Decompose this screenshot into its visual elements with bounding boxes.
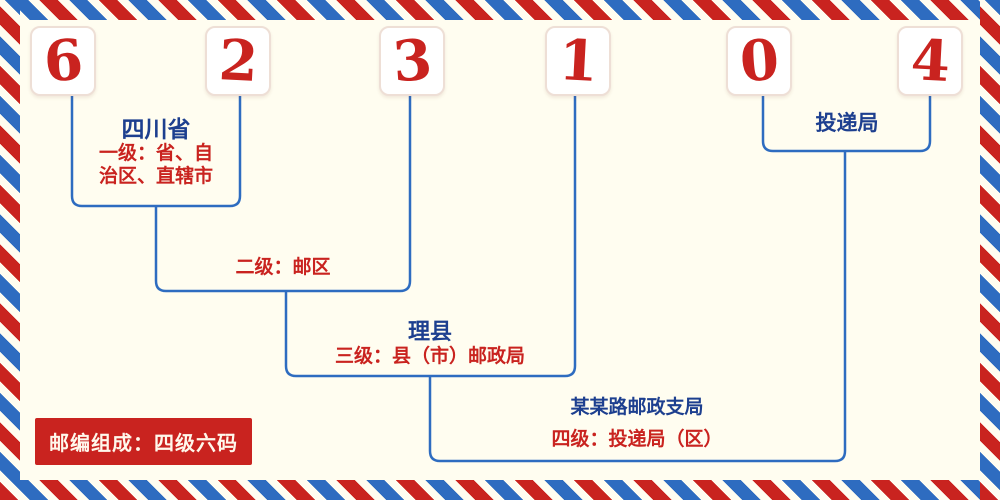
digit-2: 2 — [216, 27, 260, 95]
label-county-name: 理县 — [407, 320, 452, 345]
label-level2-desc: 二级：邮区 — [235, 256, 331, 278]
airmail-stripe-border-bottom — [0, 480, 1000, 500]
label-delivery-office: 投递局 — [815, 111, 879, 135]
digit-box-1: 6 — [30, 26, 96, 96]
bracket-level4 — [428, 151, 847, 463]
composition-badge: 邮编组成：四级六码 — [35, 418, 252, 465]
digit-1: 6 — [41, 26, 85, 96]
digit-5: 0 — [737, 26, 781, 96]
digit-box-2: 2 — [205, 26, 271, 96]
bracket-delivery — [761, 96, 932, 153]
digit-6: 4 — [908, 27, 952, 95]
label-level1-desc: 一级：省、自 治区、直辖市 — [98, 142, 213, 187]
digit-box-6: 4 — [897, 26, 963, 96]
airmail-stripe-border-right — [980, 0, 1000, 500]
digit-box-5: 0 — [726, 26, 792, 96]
airmail-stripe-border-left — [0, 0, 20, 500]
label-province-name: 四川省 — [121, 117, 191, 143]
label-level3-desc: 三级：县（市）邮政局 — [334, 345, 525, 367]
digit-box-3: 3 — [379, 26, 445, 96]
digit-4: 1 — [556, 27, 600, 95]
label-level4-desc: 四级：投递局（区） — [551, 428, 723, 450]
digit-3: 3 — [390, 26, 434, 96]
digit-box-4: 1 — [545, 26, 611, 96]
bracket-level2 — [154, 96, 412, 293]
label-branch-office: 某某路邮政支局 — [570, 396, 704, 418]
airmail-stripe-border-top — [0, 0, 1000, 20]
